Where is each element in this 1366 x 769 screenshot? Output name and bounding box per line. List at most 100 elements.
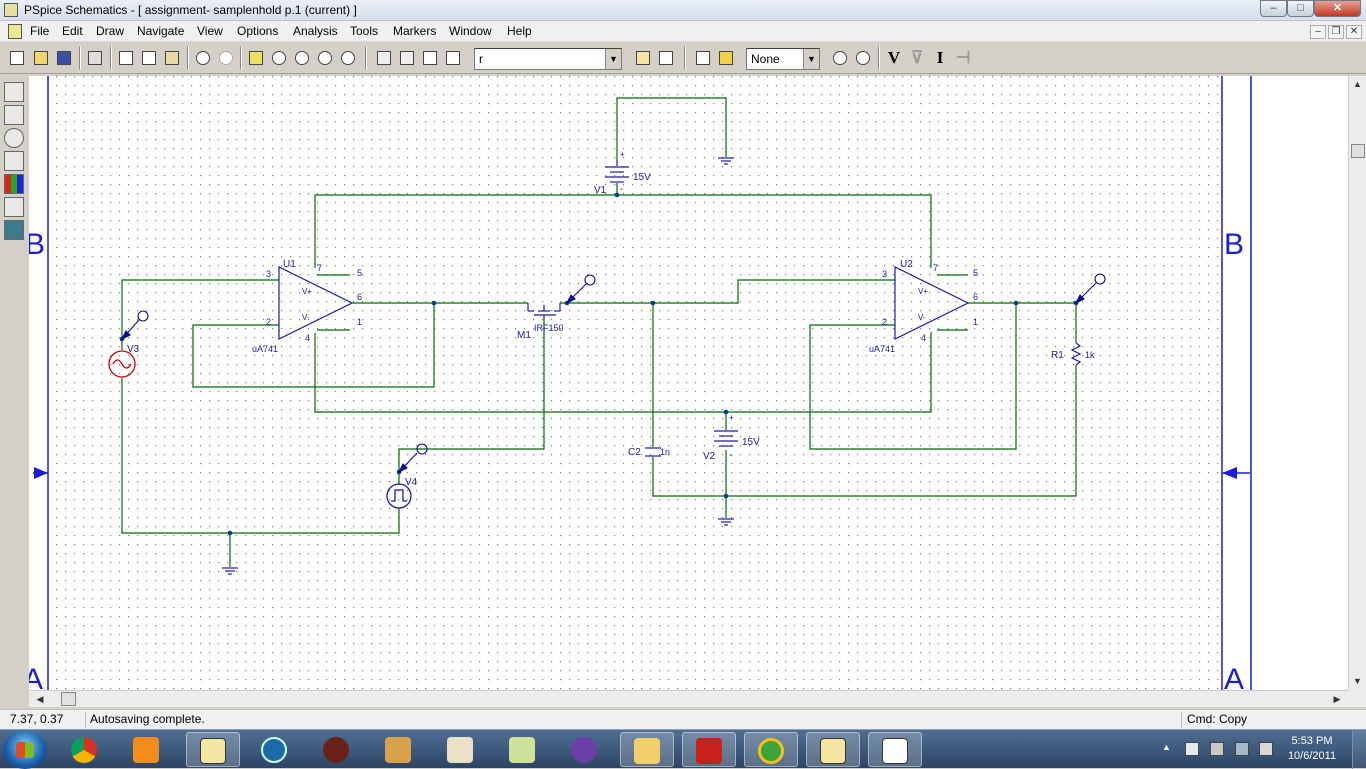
circle-tool-button[interactable]: [4, 128, 24, 148]
schematic-svg[interactable]: B B A A: [29, 76, 1349, 690]
part-name-combo[interactable]: r ▼: [474, 48, 622, 70]
zoom-combo-arrow-icon[interactable]: ▼: [803, 49, 819, 69]
text-tool-button[interactable]: [4, 174, 24, 194]
save-button[interactable]: [53, 47, 75, 69]
volume-icon[interactable]: [1259, 742, 1273, 756]
scroll-down-icon[interactable]: ▼: [1353, 676, 1362, 686]
menu-file[interactable]: File: [30, 24, 50, 38]
scroll-up-icon[interactable]: ▲: [1353, 79, 1362, 89]
print-button[interactable]: [84, 47, 106, 69]
voltage-differential-button[interactable]: ⊽: [910, 48, 924, 67]
taskbar-app[interactable]: [120, 732, 174, 767]
mdi-close-button[interactable]: ✕: [1346, 25, 1362, 39]
edit-attributes-button[interactable]: [655, 47, 677, 69]
horizontal-scroll-thumb[interactable]: [61, 692, 76, 706]
menu-edit[interactable]: Edit: [62, 24, 83, 38]
draw-wire-button[interactable]: [373, 47, 395, 69]
horizontal-scrollbar[interactable]: ◀ ▶: [29, 690, 1348, 707]
menu-options[interactable]: Options: [237, 24, 279, 38]
simulate-button[interactable]: [715, 47, 737, 69]
zoom-level-combo[interactable]: None ▼: [746, 48, 820, 70]
mdi-restore-button[interactable]: ❐: [1328, 25, 1344, 39]
box-tool-button[interactable]: [4, 105, 24, 125]
network-icon[interactable]: [1235, 742, 1249, 756]
draw-block-button[interactable]: [419, 47, 441, 69]
v3-sine-source[interactable]: [108, 350, 136, 378]
taskbar-app[interactable]: [248, 732, 302, 767]
zoom-fit-button[interactable]: [337, 47, 359, 69]
zoom-area-button[interactable]: [314, 47, 336, 69]
redraw-button[interactable]: [245, 47, 267, 69]
network-flag-icon[interactable]: [1185, 742, 1199, 756]
taskbar-app-active[interactable]: [186, 732, 240, 767]
voltage-marker[interactable]: [565, 274, 596, 305]
draw-bus-button[interactable]: [396, 47, 418, 69]
voltage-marker[interactable]: [1074, 273, 1106, 305]
edit-symbol-button[interactable]: [632, 47, 654, 69]
menu-view[interactable]: View: [197, 24, 223, 38]
show-desktop-button[interactable]: [1352, 730, 1366, 769]
current-into-pin-button[interactable]: ⊣: [955, 48, 971, 67]
taskbar-app[interactable]: [434, 732, 488, 767]
menu-analysis[interactable]: Analysis: [293, 24, 338, 38]
probe-all-button[interactable]: [852, 47, 874, 69]
wires[interactable]: [121, 97, 1077, 567]
taskbar-app-active[interactable]: [868, 732, 922, 767]
text-box-tool-button[interactable]: [4, 197, 24, 217]
copy-button[interactable]: [138, 47, 160, 69]
taskbar-app[interactable]: [310, 732, 364, 767]
menu-navigate[interactable]: Navigate: [137, 24, 185, 38]
probe-button[interactable]: [829, 47, 851, 69]
open-button[interactable]: [30, 47, 52, 69]
scroll-left-icon[interactable]: ◀: [36, 694, 44, 704]
voltage-marker-button[interactable]: V: [887, 48, 901, 67]
device-icon[interactable]: [1210, 742, 1224, 756]
v4-pulse-source[interactable]: [386, 483, 412, 509]
taskbar-app[interactable]: [558, 732, 612, 767]
arc-tool-button[interactable]: [4, 82, 24, 102]
document-icon[interactable]: [8, 24, 22, 39]
voltage-marker[interactable]: [120, 310, 149, 341]
start-button[interactable]: [3, 731, 47, 769]
get-part-button[interactable]: [442, 47, 464, 69]
show-hidden-icons-icon[interactable]: ▲: [1162, 742, 1171, 752]
new-file-button[interactable]: [6, 47, 28, 69]
minimize-button[interactable]: –: [1260, 0, 1287, 17]
taskbar-app-active[interactable]: [806, 732, 860, 767]
schematic-canvas[interactable]: B B A A: [29, 76, 1349, 690]
system-clock[interactable]: 5:53 PM 10/6/2011: [1284, 734, 1340, 764]
taskbar-app[interactable]: [372, 732, 426, 767]
vertical-scrollbar[interactable]: ▲ ▼: [1348, 76, 1366, 690]
menu-draw[interactable]: Draw: [96, 24, 125, 38]
r1-resistor[interactable]: [1070, 342, 1082, 366]
vertical-scroll-thumb[interactable]: [1351, 144, 1365, 158]
menu-help[interactable]: Help: [507, 24, 532, 38]
menu-tools[interactable]: Tools: [350, 24, 379, 38]
setup-analysis-button[interactable]: [692, 47, 714, 69]
close-button[interactable]: ✕: [1314, 0, 1361, 17]
u1-opamp[interactable]: [278, 266, 354, 340]
cut-button[interactable]: [115, 47, 137, 69]
c2-capacitor[interactable]: [645, 447, 661, 457]
taskbar-app[interactable]: [58, 732, 112, 767]
maximize-button[interactable]: □: [1287, 0, 1314, 17]
taskbar-app-active[interactable]: [744, 732, 798, 767]
mdi-minimize-button[interactable]: –: [1310, 25, 1326, 39]
v1-dc-source[interactable]: [605, 160, 629, 183]
menu-markers[interactable]: Markers: [393, 24, 437, 38]
taskbar-app-active[interactable]: [620, 732, 674, 767]
m1-mosfet[interactable]: [527, 303, 561, 319]
zoom-in-button[interactable]: [268, 47, 290, 69]
insert-picture-button[interactable]: [4, 220, 24, 240]
v2-dc-source[interactable]: [714, 430, 738, 447]
scroll-right-icon[interactable]: ▶: [1333, 694, 1341, 704]
u2-opamp[interactable]: [894, 266, 970, 340]
undo-button[interactable]: [192, 47, 214, 69]
taskbar-app-active[interactable]: [682, 732, 736, 767]
zoom-out-button[interactable]: [291, 47, 313, 69]
part-combo-arrow-icon[interactable]: ▼: [605, 49, 621, 69]
current-marker-button[interactable]: I: [936, 48, 944, 67]
menu-window[interactable]: Window: [449, 24, 492, 38]
polyline-tool-button[interactable]: [4, 151, 24, 171]
voltage-marker[interactable]: [397, 443, 428, 474]
